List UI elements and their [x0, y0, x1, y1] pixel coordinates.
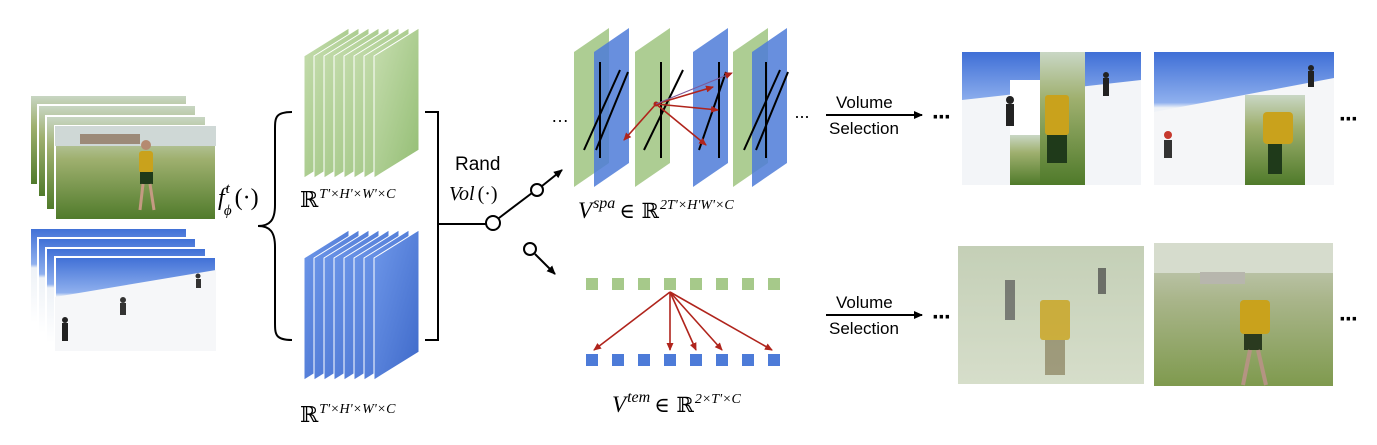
- blue-shape-label: ℝT'×H'×W'×C: [300, 402, 396, 428]
- volume-label-top: Volume: [836, 93, 893, 112]
- vol-label: Vol(·): [449, 183, 498, 205]
- spatial-pair-1: [574, 28, 629, 187]
- left-brace: [257, 111, 293, 341]
- temporal-mix-result-1: [958, 246, 1144, 384]
- temporal-mix-result-2: [1154, 243, 1333, 386]
- green-shape-label: ℝT'×H'×W'×C: [300, 187, 396, 213]
- right-bracket: [425, 111, 439, 341]
- dots-bottom-right: ···: [932, 304, 950, 331]
- spatial-leading-ellipsis: …: [551, 106, 569, 126]
- temporal-tokens-blue: [586, 354, 780, 366]
- spatial-volume-planes: [574, 28, 789, 187]
- rand-label: Rand: [455, 154, 500, 175]
- input-video-snow: [29, 227, 217, 352]
- volume-label-bottom: Volume: [836, 293, 893, 312]
- random-switch: [485, 169, 563, 275]
- temporal-relation-arrows: [593, 291, 773, 351]
- person-figure: [138, 140, 156, 211]
- spatial-pair-3: [733, 28, 789, 187]
- spatial-trailing-dots: ···: [794, 106, 809, 126]
- v-tem-label: Vtem∈ ℝ2×T'×C: [612, 389, 742, 417]
- v-spa-label: Vspa∈ ℝ2T'×H'W'×C: [578, 195, 734, 223]
- dots-bottom-end: ···: [1339, 306, 1357, 333]
- blue-feature-stack: [303, 229, 420, 381]
- dots-top-end: ···: [1339, 106, 1357, 133]
- spatial-relation-arrows: [623, 72, 733, 146]
- spatial-pair-2: [635, 28, 728, 187]
- input-video-grass: [29, 94, 217, 221]
- spatial-mix-result-2: [1154, 52, 1334, 185]
- selection-label-top: Selection: [829, 119, 899, 138]
- green-feature-stack: [303, 27, 420, 179]
- dots-top-right: ···: [932, 104, 950, 131]
- temporal-tokens-green: [586, 278, 780, 290]
- selection-label-bottom: Selection: [829, 319, 899, 338]
- spatial-mix-result-1: [962, 52, 1141, 185]
